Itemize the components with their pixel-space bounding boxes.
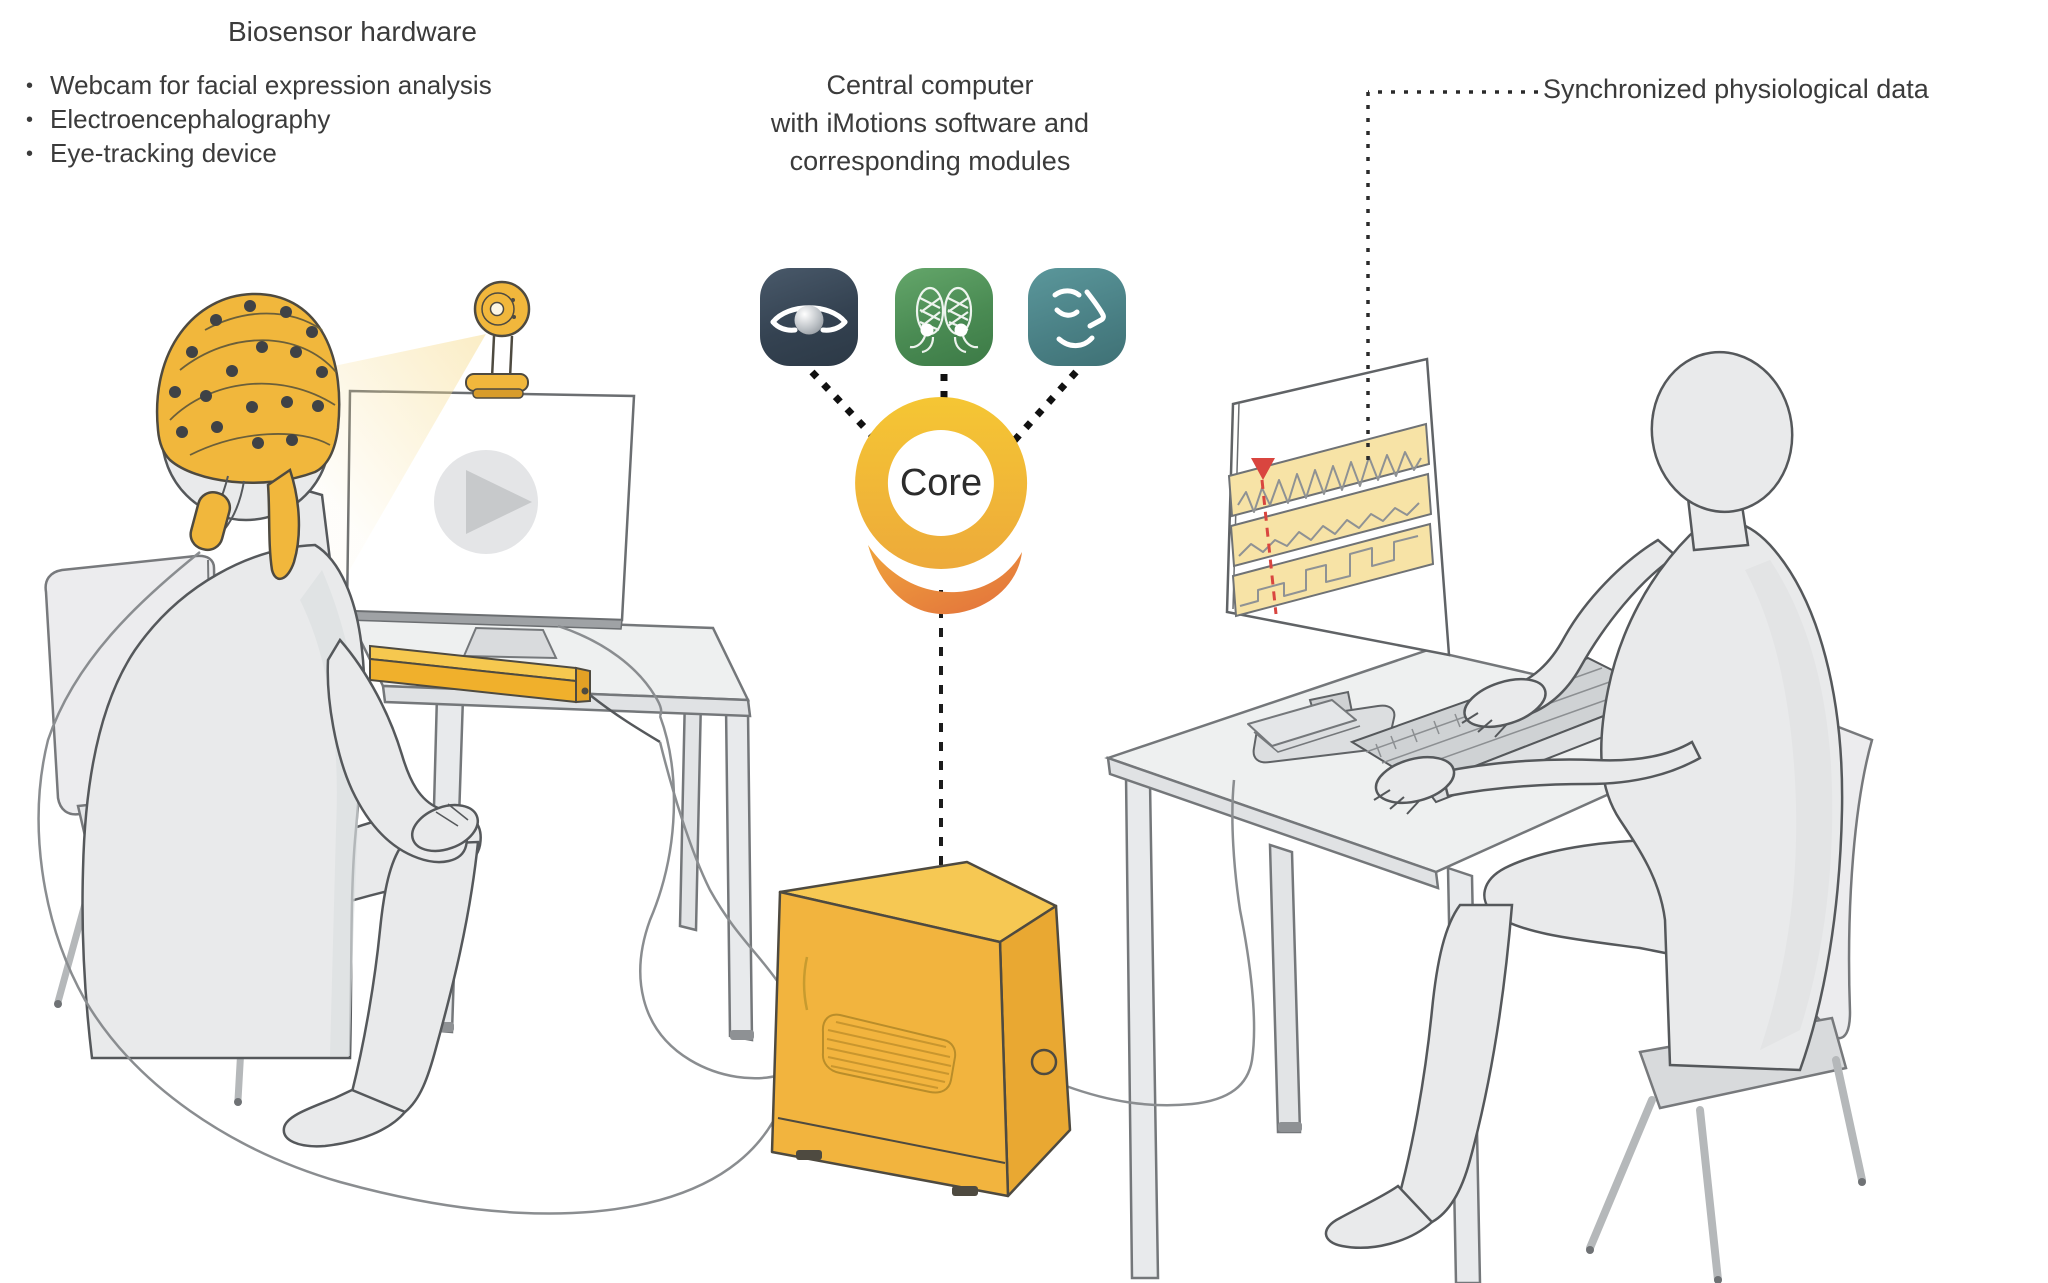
eye-icon	[770, 305, 848, 335]
researcher	[1324, 350, 1844, 1249]
caption-line-2: with iMotions software and	[770, 108, 1090, 138]
core-ring-logo	[855, 397, 1028, 615]
researcher-thigh	[1483, 838, 1702, 962]
researcher-far-hand	[1463, 677, 1547, 729]
power-button	[1030, 1048, 1058, 1076]
participant-foot	[282, 1088, 408, 1148]
floor-cables	[37, 551, 1256, 1215]
brain-icon	[909, 286, 979, 354]
list-item-webcam: Webcam for facial expression analysis	[26, 70, 492, 104]
play-icon	[434, 450, 538, 554]
participant	[81, 292, 482, 1148]
core-label: Core	[899, 462, 983, 504]
red-marker	[1251, 458, 1278, 615]
eeg-module-tile	[895, 268, 993, 366]
webcam-lens	[489, 301, 505, 317]
synchronized-data-label: Synchronized physiological data	[1543, 74, 1929, 104]
eeg-electrodes	[169, 300, 328, 449]
computer-tower	[770, 860, 1072, 1198]
core-swoosh	[868, 545, 1022, 615]
biosensor-hardware-title: Biosensor hardware	[227, 16, 478, 47]
researcher-monitor	[1225, 357, 1451, 764]
eeg-cap	[155, 292, 341, 581]
sync-label-connector	[1366, 90, 1538, 462]
biosensor-hardware-list: Webcam for facial expression analysis El…	[26, 70, 492, 172]
central-computer-caption: Central computer with iMotions software …	[680, 66, 1180, 180]
participant-arm	[326, 637, 469, 864]
participant-hand	[411, 803, 479, 853]
webcam	[465, 280, 531, 399]
eye-tracking-module-tile	[760, 268, 858, 366]
notepad	[1247, 699, 1361, 753]
researcher-foot	[1324, 1184, 1434, 1249]
eeg-amplifier	[189, 491, 232, 552]
tower-vent	[821, 1013, 957, 1094]
monitor-cable	[557, 624, 663, 717]
eeg-cap-flap	[266, 468, 301, 581]
caption-line-1: Central computer	[826, 70, 1034, 100]
webcam-light-beam	[296, 334, 486, 590]
eye-tracker-bar	[369, 644, 661, 744]
facial-expression-module-tile	[1028, 268, 1126, 366]
caption-line-3: corresponding modules	[789, 146, 1071, 176]
participant-torso	[81, 543, 366, 1060]
list-item-eye-tracking: Eye-tracking device	[26, 138, 492, 172]
face-module-connector	[1001, 369, 1079, 455]
face-icon	[1052, 288, 1106, 349]
list-item-eeg: Electroencephalography	[26, 104, 492, 138]
researcher-near-hand	[1374, 755, 1456, 805]
researcher-head	[1650, 350, 1794, 514]
monitor-stand	[462, 626, 558, 660]
